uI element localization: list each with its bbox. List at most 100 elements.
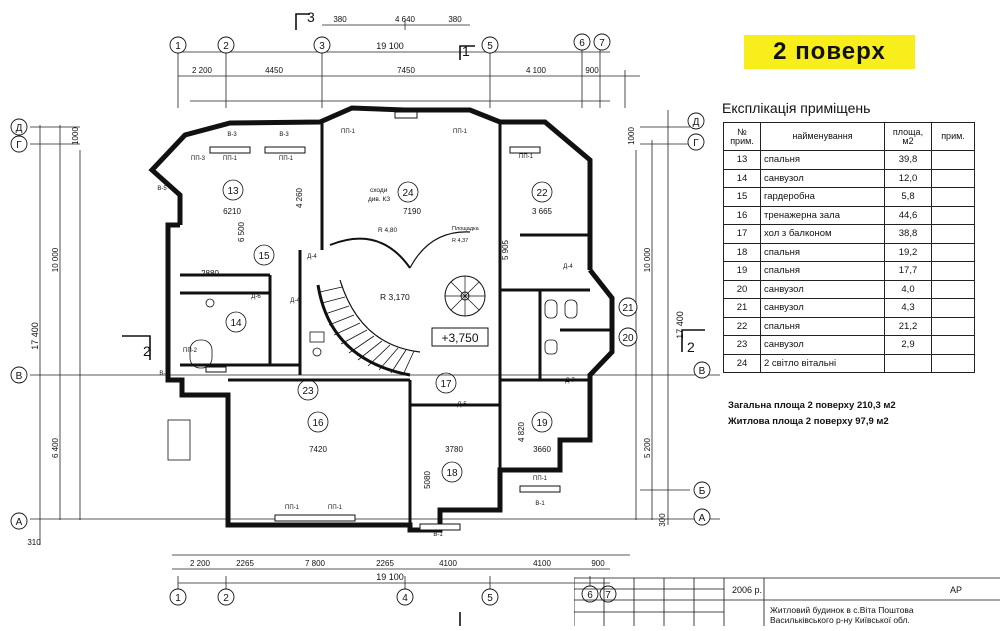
room-18: 18 bbox=[446, 468, 458, 479]
room-name-cell: хол з балконом bbox=[760, 224, 885, 244]
radius-outer: R 4,80 bbox=[378, 227, 398, 234]
room-dim-2880: 2880 bbox=[201, 269, 219, 278]
floor-label-badge: 2 поверх bbox=[744, 35, 915, 69]
curved-staircase bbox=[316, 231, 486, 377]
room-number-cell: 22 bbox=[723, 316, 761, 336]
bottom-dim-6: 4100 bbox=[533, 559, 551, 568]
right-dim-4: 1000 bbox=[627, 127, 636, 145]
axis-5-top: 5 bbox=[487, 41, 493, 52]
axis-5-bottom: 5 bbox=[487, 593, 493, 604]
room-name-cell: тренажерна зала bbox=[760, 205, 885, 225]
bottom-dim-2: 2265 bbox=[236, 559, 254, 568]
top-dim-1: 2 200 bbox=[192, 66, 213, 75]
stamp-title-line1: Житловий будинок в с.Віта Поштова bbox=[770, 605, 914, 615]
overall-dimensions: 19 100 19 100 17 400 17 400 bbox=[30, 41, 685, 582]
section-1-top: 1 bbox=[462, 43, 470, 59]
overall-width-bottom: 19 100 bbox=[376, 572, 404, 582]
room-dim-3665: 3 665 bbox=[532, 207, 553, 216]
stair-note-2: див. КЗ bbox=[368, 196, 390, 203]
tag-d6: Д-6 bbox=[251, 294, 261, 300]
room-area-cell: 17,7 bbox=[884, 261, 932, 281]
room-dimensions: 6210 7190 3 665 7420 3780 3660 2880 6 50… bbox=[201, 187, 552, 488]
room-name-cell: санвузол bbox=[760, 168, 885, 188]
explication-header-note: прим. bbox=[931, 122, 975, 151]
landing-note-2: R 4,37 bbox=[452, 238, 468, 244]
right-dim-1: 10 000 bbox=[643, 247, 652, 272]
axis-d-right: Д bbox=[693, 117, 700, 128]
section-3-top: 3 bbox=[307, 9, 315, 25]
axis-v-right: В bbox=[699, 366, 706, 377]
room-dim-4260: 4 260 bbox=[295, 187, 304, 208]
left-dim-1: 10 000 bbox=[51, 247, 60, 272]
room-area-cell: 2,9 bbox=[884, 335, 932, 355]
room-name-cell: санвузол bbox=[760, 279, 885, 299]
tag-v1-a: В-1 bbox=[535, 501, 545, 507]
tag-d4-c: Д-4 bbox=[563, 264, 573, 270]
top-dimension-values: 2 200 4450 7450 4 100 900 380 4 640 380 bbox=[192, 15, 599, 75]
tag-d4-a: Д-4 bbox=[307, 254, 317, 260]
room-24: 24 bbox=[402, 188, 414, 199]
tag-d7: Д-7 bbox=[565, 378, 575, 384]
section-2-right: 2 bbox=[687, 339, 695, 355]
overall-height-left: 17 400 bbox=[30, 322, 40, 350]
room-number-cell: 15 bbox=[723, 187, 761, 207]
tag-pp1-c: ПП-1 bbox=[341, 129, 356, 135]
bottom-dim-7: 900 bbox=[591, 559, 605, 568]
living-area-note: Житлова площа 2 поверху 97,9 м2 bbox=[728, 416, 889, 427]
left-dim-4: 310 bbox=[27, 538, 41, 547]
axis-d-left: Д bbox=[16, 123, 23, 134]
room-dim-7190: 7190 bbox=[403, 207, 421, 216]
room-21-bubble: 21 bbox=[622, 303, 634, 314]
section-numbers: 3 1 2 2 bbox=[143, 9, 695, 359]
room-20-bubble: 20 bbox=[622, 333, 634, 344]
room-note-cell bbox=[931, 335, 975, 355]
axis-2-bottom: 2 bbox=[223, 593, 229, 604]
room-area-cell: 12,0 bbox=[884, 168, 932, 188]
tag-pp1-f: ПП-1 bbox=[285, 505, 300, 511]
room-note-cell bbox=[931, 298, 975, 318]
section-cut-markers bbox=[122, 13, 705, 626]
exterior-walls bbox=[148, 105, 615, 533]
room-note-cell bbox=[931, 187, 975, 207]
room-23: 23 bbox=[302, 386, 314, 397]
room-22: 22 bbox=[536, 188, 548, 199]
sanitary-fixtures bbox=[167, 298, 578, 461]
room-area-cell: 19,2 bbox=[884, 242, 932, 262]
overall-width-top: 19 100 bbox=[376, 41, 404, 51]
axis-labels: 1 2 3 5 6 7 1 2 4 5 6 7 Д Г В А Д Г В Б … bbox=[16, 38, 706, 604]
left-dim-2: 6 400 bbox=[51, 437, 60, 458]
room-note-cell bbox=[931, 224, 975, 244]
tag-pp1-d: ПП-1 bbox=[453, 129, 468, 135]
radius-inner: R 3,170 bbox=[380, 292, 410, 302]
room-area-cell: 5,8 bbox=[884, 187, 932, 207]
room-note-cell bbox=[931, 316, 975, 336]
top-dim-5: 900 bbox=[585, 66, 599, 75]
explication-header-name: найменування bbox=[760, 122, 885, 151]
tag-v1-b: В-1 bbox=[433, 532, 443, 538]
axis-1-bottom: 1 bbox=[175, 593, 181, 604]
top-dimension-lines bbox=[177, 20, 640, 108]
axis-v-left: В bbox=[16, 371, 23, 382]
room-dim-6500: 6 500 bbox=[237, 221, 246, 242]
room-16: 16 bbox=[312, 418, 324, 429]
side-dimension-values: 10 000 6 400 1000 310 10 000 5 200 300 1… bbox=[27, 127, 667, 547]
room-name-cell: санвузол bbox=[760, 298, 885, 318]
tag-v3-a: В-3 bbox=[227, 132, 237, 138]
tag-pp3: ПП-3 bbox=[191, 156, 206, 162]
axis-1-top: 1 bbox=[175, 41, 181, 52]
top-dim-4: 4 100 bbox=[526, 66, 547, 75]
room-name-cell: гардеробна bbox=[760, 187, 885, 207]
room-13: 13 bbox=[227, 186, 239, 197]
room-name-cell: 2 світло вітальні bbox=[760, 353, 885, 373]
room-dim-5905: 5 905 bbox=[501, 239, 510, 260]
room-note-cell bbox=[931, 205, 975, 225]
explication-header-area: площа, м2 bbox=[884, 122, 932, 151]
